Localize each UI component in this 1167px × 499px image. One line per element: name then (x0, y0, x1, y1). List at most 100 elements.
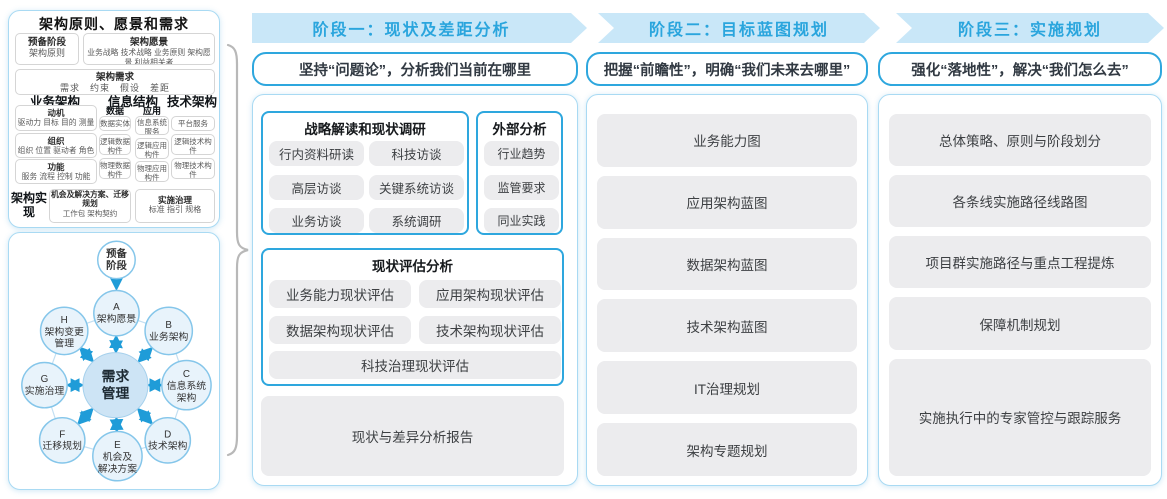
adm-node-prep-line2: 阶段 (106, 259, 127, 272)
phase1-header-text: 阶段一：现状及差距分析 (312, 22, 511, 39)
adm-node-e-letter: E (114, 440, 121, 451)
adm-cycle-diagram: 预备 阶段 需求 管理 A 架构愿景 B 业务架构 C 信息系统 架构 D 技术… (21, 240, 212, 482)
assessment-group-title: 现状评估分析 (372, 259, 453, 274)
phase2-header-text: 阶段二：目标蓝图规划 (648, 22, 829, 39)
research-item: 关键系统访谈 (369, 175, 464, 200)
phase2-header-band: 阶段二：目标蓝图规划 (598, 13, 880, 43)
impl-governance-title: 实施治理 (157, 195, 192, 205)
motivation-box: 动机 驱动力 目标 目的 测量 (15, 105, 97, 131)
platform-service-box: 平台服务 (171, 116, 215, 131)
adm-node-a-circle (93, 289, 140, 337)
requirements-sub: 需求 约束 假设 差距 (59, 83, 170, 94)
center-h-arrow (78, 346, 95, 363)
research-item: 系统调研 (369, 208, 464, 233)
research-item: 行内资料研读 (269, 141, 364, 166)
phase3-panel: 总体策略、原则与阶段划分 各条线实施路径线路图 项目群实施路径与重点工程提炼 保… (878, 94, 1162, 486)
adm-node-h-label2: 管理 (54, 337, 74, 350)
phase1-header-band: 阶段一：现状及差距分析 (252, 13, 587, 43)
vision-title: 架构愿景 (129, 37, 168, 48)
adm-node-a-label: 架构愿景 (97, 312, 137, 325)
organization-title: 组织 (47, 136, 65, 146)
phase1-subtitle-text: 坚持“问题论”，分析我们当前在哪里 (299, 62, 531, 79)
phase3-subtitle-text: 强化“落地性”，解决“我们怎么去” (911, 62, 1129, 79)
phase3-stack: 总体策略、原则与阶段划分 各条线实施路径线路图 项目群实施路径与重点工程提炼 保… (879, 95, 1161, 485)
function-box: 功能 服务 流程 控制 功能 (15, 159, 97, 184)
assessment-item: 应用架构现状评估 (419, 280, 561, 308)
adm-node-c-circle (161, 359, 212, 411)
external-item: 监管要求 (484, 175, 559, 200)
adm-node-d-circle (144, 416, 192, 464)
adm-node-b-letter: B (165, 320, 172, 331)
phase3-header-band: 阶段三：实施规划 (896, 13, 1164, 43)
impl-governance-box: 实施治理 标准 指引 规格 (135, 189, 215, 223)
phase3-item: 总体策略、原则与阶段划分 (889, 114, 1151, 167)
adm-node-e-label2: 解决方案 (98, 462, 138, 475)
motivation-sub: 驱动力 目标 目的 测量 (17, 118, 95, 128)
adm-node-a-letter: A (113, 302, 120, 313)
research-item: 高层访谈 (269, 175, 364, 200)
phase3-item: 实施执行中的专家管控与跟踪服务 (889, 358, 1151, 476)
gap-report-box: 现状与差异分析报告 (261, 396, 564, 476)
adm-node-d-label: 技术架构 (148, 439, 188, 452)
adm-center-line1: 需求 (102, 368, 130, 384)
organization-sub: 组织 位置 驱动者 角色 (17, 146, 95, 156)
adm-node-c-label2: 架构 (177, 391, 197, 404)
adm-node-g-letter: G (41, 374, 49, 385)
phase3-item: 项目群实施路径与重点工程提炼 (889, 236, 1151, 289)
logical-tech-box: 逻辑技术构件 (171, 134, 215, 155)
adm-node-b-label: 业务架构 (149, 330, 189, 343)
adm-center-line2: 管理 (102, 385, 130, 401)
phase1-panel: 战略解读和现状调研 行内资料研读 科技访谈 高层访谈 关键系统访谈 业务访谈 系… (252, 94, 578, 486)
phase2-item: 数据架构蓝图 (597, 237, 857, 291)
phase2-item: 应用架构蓝图 (597, 175, 857, 229)
physical-data-box: 物理数据构件 (99, 158, 131, 179)
requirements-title: 架构需求 (95, 72, 134, 83)
research-item: 业务访谈 (269, 208, 364, 233)
technology-header: 技术架构 (167, 95, 218, 109)
assessment-item: 技术架构现状评估 (419, 316, 561, 344)
function-title: 功能 (47, 162, 65, 172)
opportunity-migration-box: 机会及解决方案、迁移规划 工作包 架构契约 (49, 189, 131, 223)
brace-connector (226, 43, 249, 457)
adm-node-e-circle (92, 430, 143, 482)
phase2-item: 业务能力图 (597, 114, 857, 167)
physical-tech-box: 物理技术构件 (171, 158, 215, 179)
phase2-stack: 业务能力图 应用架构蓝图 数据架构蓝图 技术架构蓝图 IT治理规划 架构专题规划 (587, 95, 867, 485)
adm-node-h-label1: 架构变更 (45, 325, 85, 338)
requirements-box: 架构需求 需求 约束 假设 差距 (15, 69, 215, 95)
phase2-subtitle-text: 把握“前瞻性”，明确“我们未来去哪里” (603, 62, 851, 79)
adm-node-e-label1: 机会及 (103, 450, 133, 463)
adm-node-h-letter: H (61, 315, 68, 326)
adm-center-circle (82, 352, 149, 419)
prep-phase-box: 预备阶段 架构原则 (15, 33, 79, 65)
adm-node-c-label1: 信息系统 (167, 379, 207, 392)
external-analysis-group: 外部分析 行业趋势 监管要求 同业实践 (476, 111, 563, 235)
assessment-group: 现状评估分析 业务能力现状评估 应用架构现状评估 数据架构现状评估 技术架构现状… (261, 248, 564, 386)
research-group: 战略解读和现状调研 行内资料研读 科技访谈 高层访谈 关键系统访谈 业务访谈 系… (261, 111, 469, 235)
phase2-panel: 业务能力图 应用架构蓝图 数据架构蓝图 技术架构蓝图 IT治理规划 架构专题规划 (586, 94, 868, 486)
assessment-item: 业务能力现状评估 (269, 280, 411, 308)
phase3-header-text: 阶段三：实施规划 (957, 22, 1102, 39)
center-b-arrow (137, 346, 154, 363)
adm-node-b-circle (144, 306, 194, 356)
function-sub: 服务 流程 控制 功能 (21, 172, 91, 182)
adm-node-f-circle (38, 416, 86, 464)
adm-cycle-panel: 预备 阶段 需求 管理 A 架构愿景 B 业务架构 C 信息系统 架构 D 技术… (8, 232, 220, 490)
phase3-item: 各条线实施路径线路图 (889, 175, 1151, 228)
phase2-subtitle-box: 把握“前瞻性”，明确“我们未来去哪里” (586, 52, 868, 86)
adm-node-g-label: 实施治理 (25, 384, 65, 397)
prep-phase-sub: 架构原则 (28, 48, 65, 59)
research-group-title: 战略解读和现状调研 (304, 122, 426, 137)
info-system-service-box: 信息系统服务 (135, 116, 169, 135)
phase3-subtitle-box: 强化“落地性”，解决“我们怎么去” (878, 52, 1162, 86)
phase1-subtitle-box: 坚持“问题论”，分析我们当前在哪里 (252, 52, 578, 86)
phase2-item: 架构专题规划 (597, 423, 857, 476)
prep-phase-title: 预备阶段 (27, 37, 66, 48)
adm-node-f-label: 迁移规划 (43, 439, 82, 452)
center-f-arrow (76, 407, 94, 426)
data-subheader: 数据 (105, 106, 124, 116)
data-entity-box: 数据实体 (99, 116, 131, 131)
adm-node-c-letter: C (183, 369, 190, 380)
vision-box: 架构愿景 业务战略 技术战略 业务原则 架构愿景 利益相关者 (83, 33, 215, 65)
